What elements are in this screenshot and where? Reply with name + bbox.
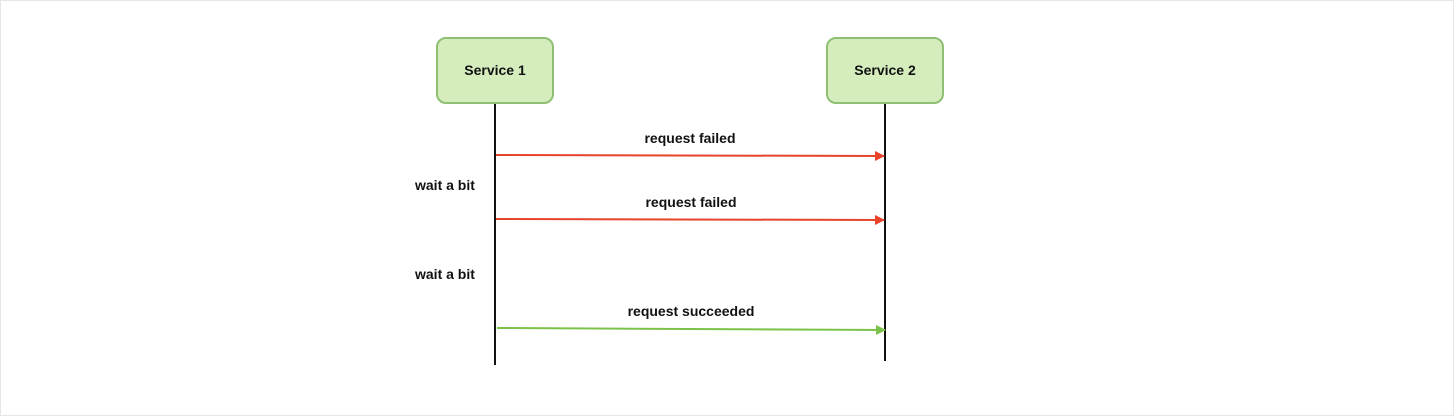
message-arrow-succeeded xyxy=(496,324,886,335)
note-wait-1: wait a bit xyxy=(414,177,475,193)
message-label: request failed xyxy=(644,130,735,146)
participant-label: Service 1 xyxy=(464,62,526,78)
message-request-failed-1: request failed xyxy=(495,130,885,161)
message-request-failed-2: request failed xyxy=(495,194,885,225)
participant-box xyxy=(436,37,554,104)
message-label: request succeeded xyxy=(628,303,755,319)
participant-service-1: Service 1 xyxy=(436,37,554,104)
participant-label: Service 2 xyxy=(854,62,916,78)
participant-box xyxy=(826,37,944,104)
message-arrow-failed xyxy=(495,150,885,161)
participant-service-2: Service 2 xyxy=(826,37,944,104)
note-wait-2: wait a bit xyxy=(414,266,475,282)
message-request-succeeded: request succeeded xyxy=(496,303,886,335)
message-arrow-failed xyxy=(495,214,885,225)
message-label: request failed xyxy=(645,194,736,210)
